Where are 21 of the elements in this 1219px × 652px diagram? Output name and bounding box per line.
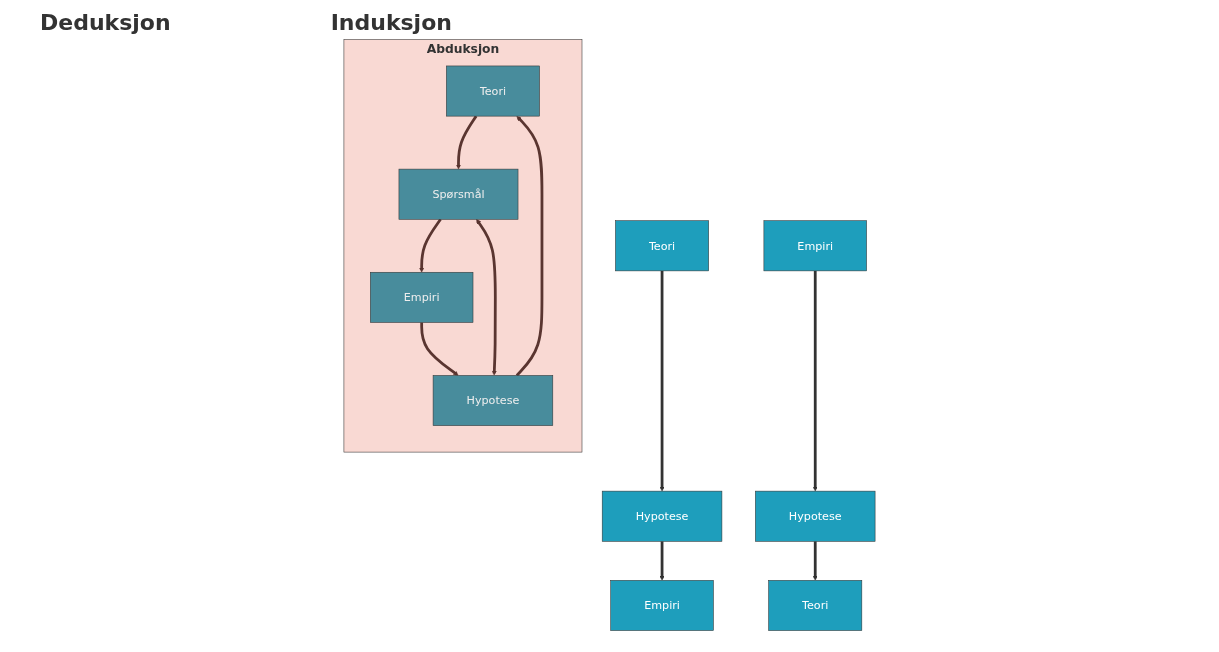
node-box: Hypotese [432,375,554,426]
node-box: Teori [615,220,709,272]
column-heading: Deduksjon [40,10,171,35]
node-box: Spørsmål [398,168,519,220]
arrow [659,541,665,581]
arrow [456,115,478,170]
arrow [812,270,818,492]
arrow [812,541,818,581]
column-heading: Induksjon [330,10,452,35]
node-box: Teori [768,580,863,631]
node-box: Hypotese [755,490,876,542]
node-box: Empiri [610,580,714,631]
node-box: Teori [446,65,540,117]
node-box: Empiri [763,220,867,272]
arrow [420,322,459,376]
node-box: Empiri [370,272,474,323]
arrow [476,219,497,376]
arrow [419,218,442,273]
arrow [659,270,665,492]
arrow [515,115,544,377]
node-box: Hypotese [601,490,723,542]
